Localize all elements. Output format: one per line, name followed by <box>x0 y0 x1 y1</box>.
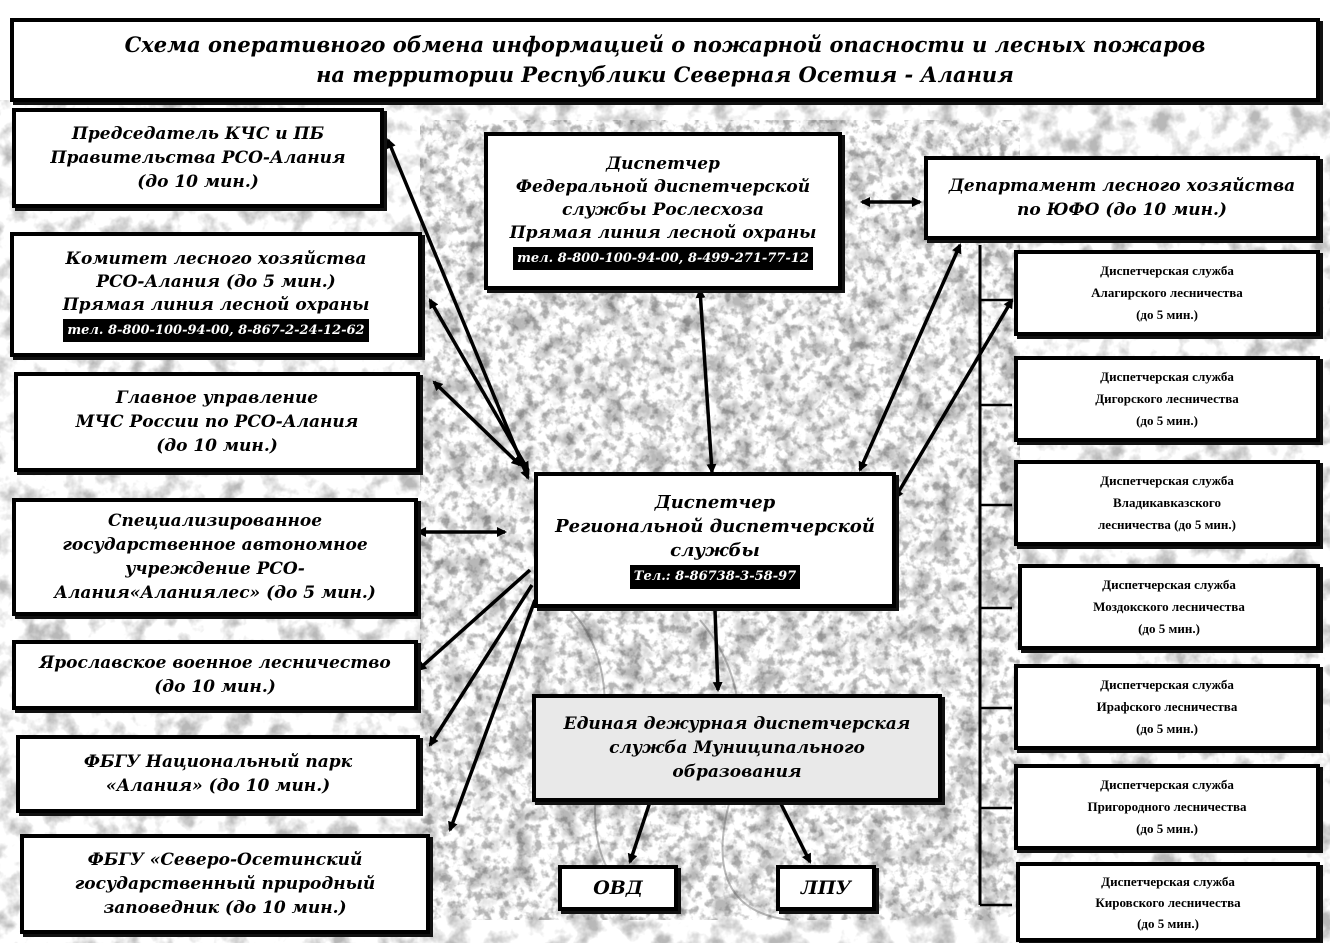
committee-phone: тел. 8-800-100-94-00, 8-867-2-24-12-62 <box>63 318 369 342</box>
arrow-regional-yaroslavl <box>416 568 532 672</box>
arrow-regional-reserve <box>448 599 537 832</box>
edds-box: Единая дежурная диспетчерская служба Мун… <box>532 694 942 802</box>
nature-reserve-box: ФБГУ «Северо-Осетинский государственный … <box>20 834 430 934</box>
arrow-edds-lpu <box>778 801 812 864</box>
alanialesa-box: Специализированное государственное автон… <box>12 498 418 616</box>
arrow-edds-ovd <box>627 801 652 864</box>
forestry-dispatch-mozdok: Диспетчерская служба Моздокского лесниче… <box>1018 564 1320 650</box>
yaroslavl-forestry-box: Ярославское военное лесничество (до 10 м… <box>12 640 418 710</box>
arrow-federal-regional <box>695 288 717 474</box>
arrow-regional-forestries <box>893 298 1014 500</box>
arrow-mchs-regional <box>432 380 522 467</box>
federal-dispatcher-box: Диспетчер Федеральной диспетчерской служ… <box>484 132 842 290</box>
federal-phone: тел. 8-800-100-94-00, 8-499-271-77-12 <box>513 246 813 270</box>
ovd-box: ОВД <box>558 865 678 911</box>
lpu-box: ЛПУ <box>776 865 876 911</box>
regional-phone: Тел.: 8-86738-3-58-97 <box>629 565 801 589</box>
arrow-committee-regional <box>428 298 530 472</box>
forestry-dispatch-prigorodny: Диспетчерская служба Пригородного леснич… <box>1014 764 1320 850</box>
forestry-dispatch-iraf: Диспетчерская служба Ирафского лесничест… <box>1014 664 1320 750</box>
arrow-regional-edds <box>712 609 723 692</box>
mchs-box: Главное управление МЧС России по РСО-Ала… <box>14 372 420 472</box>
forestry-committee-box: Комитет лесного хозяйства РСО-Алания (до… <box>10 232 422 357</box>
forestry-dispatch-digora: Диспетчерская служба Дигорского лесничес… <box>1014 356 1320 442</box>
arrow-regional-department <box>858 243 962 472</box>
forestry-department-box: Департамент лесного хозяйства по ЮФО (до… <box>924 156 1320 240</box>
regional-dispatcher-box: Диспетчер Региональной диспетчерской слу… <box>534 472 896 608</box>
diagram-title: Схема оперативного обмена информацией о … <box>10 18 1320 102</box>
forestry-dispatch-vladikavkaz: Диспетчерская служба Владикавказского ле… <box>1014 460 1320 546</box>
forestry-dispatch-alagir: Диспетчерская служба Алагирского лесниче… <box>1014 250 1320 336</box>
title-line-1: Схема оперативного обмена информацией о … <box>124 32 1206 57</box>
forestry-dispatch-kirovsky: Диспетчерская служба Кировского лесничес… <box>1016 862 1320 942</box>
national-park-box: ФБГУ Национальный парк «Алания» (до 10 м… <box>16 735 420 813</box>
chairman-kchs-box: Председатель КЧС и ПБ Правительства РСО-… <box>12 108 384 208</box>
arrow-regional-park <box>428 584 534 747</box>
title-line-2: на территории Республики Северная Осетия… <box>316 62 1014 87</box>
